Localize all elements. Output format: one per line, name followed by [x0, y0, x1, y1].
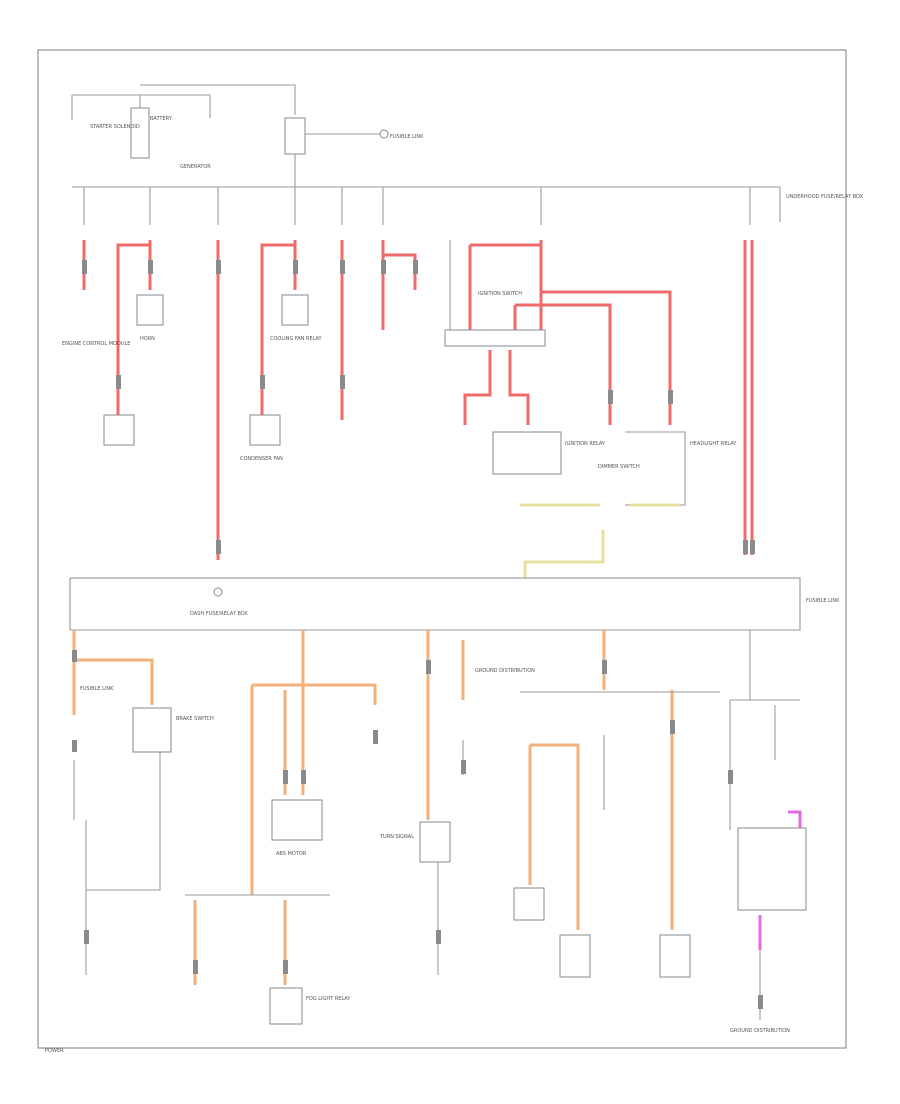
underhood-box-label: UNDERHOOD FUSE/RELAY BOX: [786, 194, 864, 200]
yellow-links: [520, 503, 680, 585]
page-number: POWER: [45, 1048, 64, 1054]
fusible-link-label: FUSIBLE LINK: [390, 134, 424, 140]
relay-box-c: [659, 934, 691, 978]
starter-label: STARTER SOLENOID: [90, 124, 140, 130]
label-brake-switch: BRAKE SWITCH: [176, 716, 214, 722]
battery-icon: [130, 107, 150, 159]
red-feeds-right: [463, 240, 754, 555]
dash-fuse-icon: [213, 587, 223, 597]
label-fog-light: FOG LIGHT RELAY: [306, 996, 351, 1002]
ignition-relay-box: [492, 431, 562, 475]
label-ground-dist: GROUND DISTRIBUTION: [730, 1028, 790, 1034]
generator-label: GENERATOR: [180, 164, 211, 170]
engine-control-box: [103, 414, 135, 446]
top-bus: [72, 186, 781, 222]
label-headlight-relay: HEADLIGHT RELAY: [690, 441, 737, 447]
red-feeds-left: [82, 240, 417, 560]
top-fuse-drops: [83, 187, 751, 225]
label-fusible-link-2: FUSIBLE LINK: [806, 598, 840, 604]
diagram-frame: [37, 49, 847, 1049]
label-dash-fuse-box: DASH FUSE/RELAY BOX: [190, 611, 248, 617]
turn-signal-box: [419, 821, 451, 863]
label-dimmer: DIMMER SWITCH: [598, 464, 640, 470]
label-horn: HORN: [140, 336, 155, 342]
label-cooling-fan: COOLING FAN RELAY: [270, 336, 323, 342]
label-ignition-switch: IGNITION SWITCH: [478, 291, 522, 297]
label-turn-signal: TURN SIGNAL: [379, 834, 414, 840]
orange-feeds: [72, 630, 674, 985]
ground-icon: [379, 129, 389, 139]
label-condenser: CONDENSER FAN: [240, 456, 283, 462]
horn-relay-box: [136, 294, 164, 326]
fog-light-box: [269, 987, 303, 1025]
battery-label: BATTERY: [150, 116, 173, 122]
control-unit-box: [737, 827, 807, 911]
dash-fuse-box: [69, 577, 801, 631]
ignition-switch-box: [444, 329, 546, 347]
condenser-fan-box: [249, 414, 281, 446]
brake-switch-box: [132, 707, 172, 753]
label-abs: ABS MOTOR: [276, 851, 307, 857]
battery-section: BATTERY STARTER SOLENOID GENERATOR FUSIB…: [71, 84, 424, 170]
label-ground-dist-mid: GROUND DISTRIBUTION: [475, 668, 535, 674]
label-ignition-relay: IGNITION RELAY: [565, 441, 606, 447]
generator-icon: [284, 117, 306, 155]
abs-box: [271, 799, 323, 841]
label-engine: ENGINE CONTROL MODULE: [62, 341, 130, 347]
cooling-fan-relay-box: [281, 294, 309, 326]
relay-box-a: [513, 887, 545, 921]
relay-box-b: [559, 934, 591, 978]
label-fusible-a: FUSIBLE LINK: [80, 686, 114, 692]
connectors: [72, 260, 763, 1009]
